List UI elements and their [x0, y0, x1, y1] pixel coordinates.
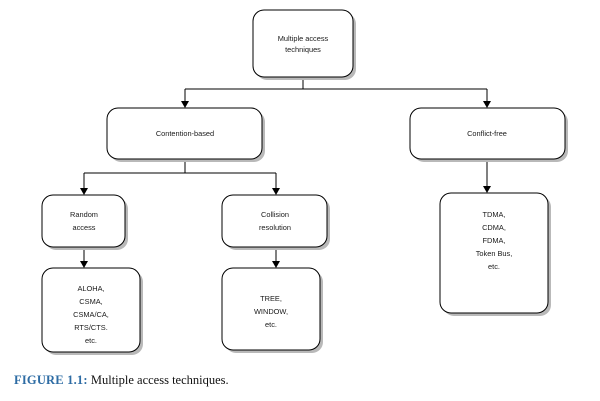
node-outline [41, 267, 141, 353]
node-contention-based[interactable]: Contention-based [106, 107, 265, 162]
node-label-line-1: Contention-based [156, 129, 214, 138]
connector-conflict-free-to-examples [483, 162, 491, 193]
node-label-line-1: TDMA, [483, 210, 506, 219]
node-outline [439, 192, 549, 314]
node-label-line-1: TREE, [260, 294, 282, 303]
node-label-line-5: etc. [85, 336, 97, 345]
arrowhead-random-access [80, 188, 88, 195]
node-label-line-4: RTS/CTS. [74, 323, 108, 332]
arrowhead-conflict-free [483, 101, 491, 108]
node-random-access[interactable]: Random access [41, 194, 128, 250]
node-multiple-access-techniques[interactable]: Multiple access techniques [252, 9, 356, 80]
connector-random-to-examples [80, 250, 88, 268]
node-collision-resolution[interactable]: Collision resolution [221, 194, 330, 250]
node-label-line-2: access [72, 223, 95, 232]
node-label-line-4: Token Bus, [476, 249, 513, 258]
arrowhead-collision-resolution [272, 188, 280, 195]
connector-root-to-children [181, 77, 491, 108]
node-conflict-free-examples[interactable]: TDMA, CDMA, FDMA, Token Bus, etc. [439, 192, 551, 316]
figure-caption-text: Multiple access techniques. [90, 373, 229, 387]
node-random-access-examples[interactable]: ALOHA, CSMA, CSMA/CA, RTS/CTS. etc. [41, 267, 143, 355]
connector-collision-to-examples [272, 250, 280, 268]
node-label-line-2: CSMA, [79, 297, 102, 306]
node-outline [252, 9, 354, 78]
node-label-line-1: Collision [261, 210, 289, 219]
node-label-line-2: resolution [259, 223, 291, 232]
figure-caption: FIGURE 1.1: Multiple access techniques. [14, 372, 584, 388]
node-label-line-3: etc. [265, 320, 277, 329]
node-outline [221, 194, 328, 248]
node-label-line-1: Multiple access [278, 34, 329, 43]
connector-contention-to-children [80, 162, 280, 195]
arrowhead-collision-resolution-examples [272, 261, 280, 268]
node-label-line-1: Random [70, 210, 98, 219]
flowchart-diagram: Multiple access techniques Contention-ba… [41, 9, 568, 355]
node-label-line-2: techniques [285, 45, 321, 54]
node-label-line-3: CSMA/CA, [73, 310, 109, 319]
figure-caption-label: FIGURE 1.1: [14, 373, 88, 387]
node-label-line-1: Conflict-free [467, 129, 507, 138]
node-conflict-free[interactable]: Conflict-free [409, 107, 568, 162]
node-label-line-3: FDMA, [483, 236, 506, 245]
node-label-line-2: WINDOW, [254, 307, 288, 316]
node-outline [221, 267, 321, 351]
node-outline [106, 107, 263, 160]
arrowhead-contention [181, 101, 189, 108]
node-label-line-2: CDMA, [482, 223, 506, 232]
node-label-line-5: etc. [488, 262, 500, 271]
arrowhead-random-access-examples [80, 261, 88, 268]
node-label-line-1: ALOHA, [77, 284, 104, 293]
node-outline [409, 107, 566, 160]
node-outline [41, 194, 126, 248]
arrowhead-conflict-free-examples [483, 186, 491, 193]
node-collision-resolution-examples[interactable]: TREE, WINDOW, etc. [221, 267, 323, 353]
